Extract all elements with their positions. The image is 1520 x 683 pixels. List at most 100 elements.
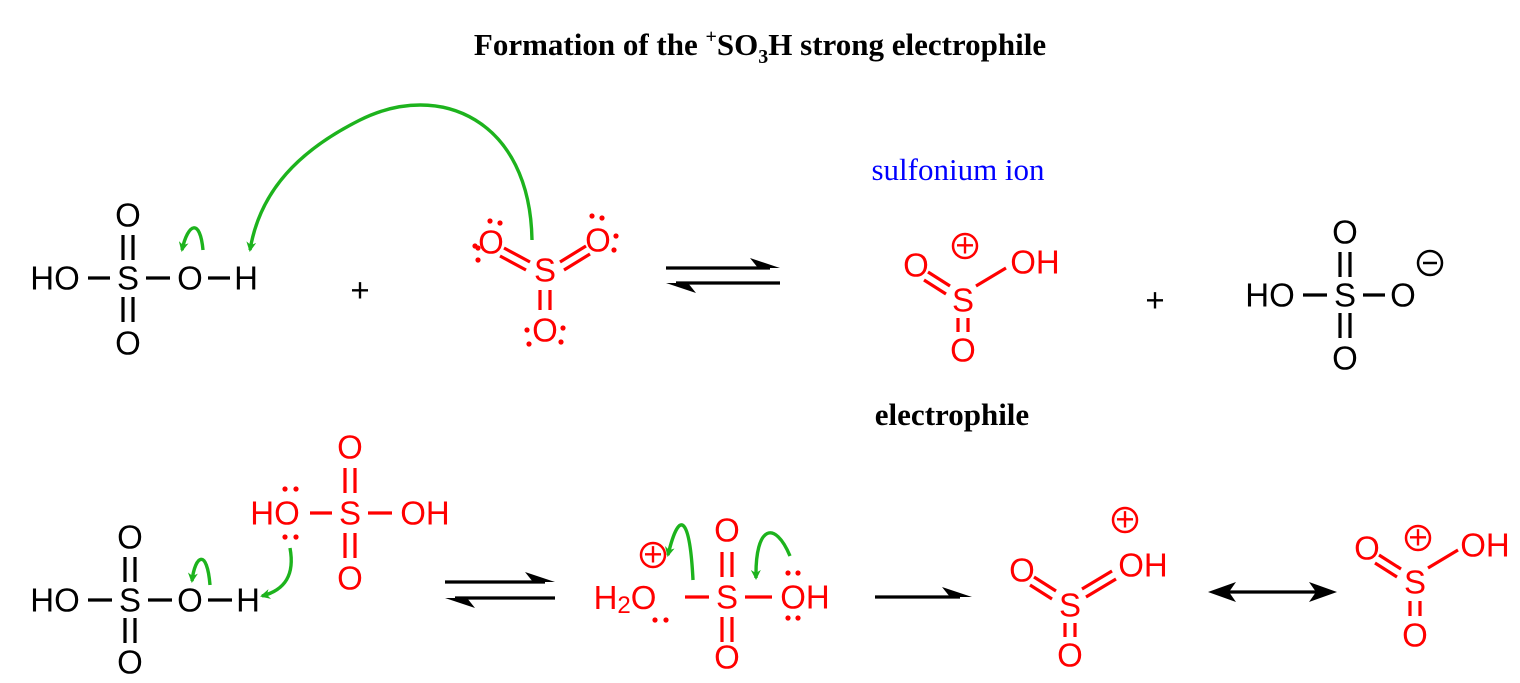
charge-circle <box>1416 249 1444 277</box>
shape <box>445 598 475 608</box>
atom-label: + <box>1408 519 1427 556</box>
sulfonium-ion-3: O S OH O + <box>1354 519 1510 654</box>
atom-label: S <box>716 579 738 616</box>
bisulfate-anion: HO S O O O <box>1245 214 1444 377</box>
bond <box>1029 583 1053 601</box>
bond <box>503 246 531 264</box>
sulfuric-acid-red: HO S OH O O <box>250 429 450 597</box>
lone-pair-dot <box>293 486 299 492</box>
atom-label: O <box>631 579 657 616</box>
bond <box>499 254 527 272</box>
lone-pair-dot <box>293 534 299 540</box>
atom-label: O <box>115 325 141 362</box>
atom-label: O <box>177 260 203 297</box>
plus-sign: + <box>1145 282 1164 319</box>
bond <box>1085 577 1117 599</box>
equilibrium-arrow <box>666 258 780 293</box>
bond <box>927 270 951 288</box>
shape <box>750 258 780 268</box>
lone-pair-dot <box>282 486 288 492</box>
shape <box>1208 582 1236 602</box>
atom-label: O <box>337 560 363 597</box>
lone-pair-dot <box>785 570 791 576</box>
atom-label: O <box>337 429 363 466</box>
lone-pair-dot <box>599 215 605 221</box>
lone-pair-dot <box>785 615 791 621</box>
bond <box>1378 553 1402 571</box>
lone-pair-dot <box>613 233 619 239</box>
charge-circle <box>1111 506 1139 534</box>
atom-label: O <box>714 512 740 549</box>
sulfonium-ion-label: sulfonium ion <box>871 152 1045 187</box>
atom-label: + <box>1115 501 1134 538</box>
atom-label: HO <box>1245 277 1295 314</box>
bond <box>1033 575 1057 593</box>
lone-pair-dot <box>795 570 801 576</box>
bond <box>1374 561 1398 579</box>
lone-pair-dot <box>560 325 566 331</box>
lone-pair-dot <box>282 534 288 540</box>
atom-label: Formation of the <box>474 27 706 62</box>
atom-label: S <box>1059 587 1081 624</box>
atom-label: OH <box>1460 527 1510 564</box>
shape <box>525 572 555 582</box>
electron-arrow <box>187 557 212 586</box>
atom-label: HO <box>30 582 80 619</box>
charge-circle <box>1404 524 1432 552</box>
lone-pair-dot <box>524 327 530 333</box>
electron-arrow <box>665 523 695 581</box>
atom-label: H2O <box>594 579 657 619</box>
atom-label: O <box>1354 530 1380 567</box>
shape <box>1309 582 1337 602</box>
atom-label: O <box>1057 637 1083 674</box>
atom-label: + <box>955 227 974 264</box>
equilibrium-arrow <box>445 572 555 608</box>
sulfuric-acid-1: HO S O H O O <box>30 197 258 362</box>
atom-label: O <box>950 332 976 369</box>
bond <box>1081 569 1113 591</box>
atom-label: OH <box>1118 547 1168 584</box>
atom-label: OH <box>1010 244 1060 281</box>
bond <box>975 266 1007 288</box>
electron-arrow <box>750 531 792 580</box>
charge-circle <box>951 232 979 260</box>
lone-pair-dot <box>558 339 564 345</box>
atom-label: S <box>1334 277 1356 314</box>
lone-pair-dot <box>497 220 503 226</box>
atom-label: S <box>1404 564 1426 601</box>
atom-label: H <box>234 260 258 297</box>
atom-label: H <box>594 579 618 616</box>
atom-label: O <box>177 582 203 619</box>
shape <box>666 283 696 293</box>
atom-label: + <box>706 26 717 48</box>
electrophile-label: electrophile <box>875 397 1029 432</box>
atom-label: H strong electrophile <box>768 27 1046 62</box>
atom-label: O <box>1402 617 1428 654</box>
atom-label: + <box>643 536 662 573</box>
lone-pair-dot <box>589 213 595 219</box>
atom-label: O <box>1390 277 1416 314</box>
atom-label: O <box>714 639 740 676</box>
lone-pair-dot <box>472 243 478 249</box>
plus-sign: + <box>350 272 369 309</box>
title: Formation of the +SO3H strong electrophi… <box>474 26 1046 68</box>
atom-label: S <box>952 282 974 319</box>
shape <box>942 587 972 597</box>
reaction-arrow <box>875 587 972 599</box>
atom-label: OH <box>400 495 450 532</box>
electron-arrow <box>260 547 293 599</box>
electron-arrow <box>178 226 205 252</box>
sulfonium-ion-1: O S OH O + <box>903 227 1060 369</box>
atom-label: HO <box>250 495 300 532</box>
sulfonium-ion-2: O S OH O + <box>1009 501 1168 674</box>
lone-pair-dot <box>487 218 493 224</box>
atom-label: O <box>585 222 611 259</box>
sulfur-trioxide: S O O O <box>472 213 619 349</box>
lone-pair-dot <box>526 341 532 347</box>
bond <box>559 244 587 264</box>
lone-pair-dot <box>663 617 669 623</box>
bond <box>563 252 591 272</box>
atom-label: OH <box>780 579 830 616</box>
sulfuric-acid-2: HO S O H O O <box>30 519 260 681</box>
